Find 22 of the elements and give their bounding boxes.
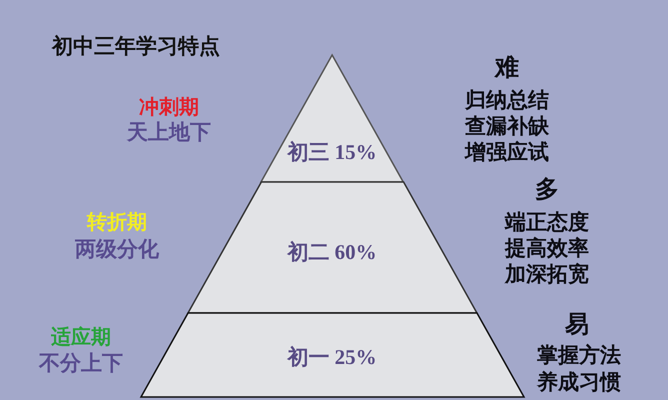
title: 初中三年学习特点 — [52, 34, 220, 58]
study-tip: 增强应试 — [465, 140, 549, 164]
study-tip: 端正态度 — [505, 210, 589, 234]
phase-description: 天上地下 — [127, 120, 211, 144]
study-tip: 归纳总结 — [465, 88, 549, 112]
tier-label: 初三 15% — [287, 140, 377, 164]
study-tip: 养成习惯 — [537, 370, 621, 394]
study-tip: 提高效率 — [505, 236, 589, 260]
phase-name: 适应期 — [51, 326, 111, 348]
difficulty-level: 易 — [565, 311, 589, 339]
difficulty-level: 多 — [535, 176, 559, 204]
difficulty-level: 难 — [495, 54, 519, 82]
tier-label: 初二 60% — [287, 240, 377, 264]
tier-label: 初一 25% — [287, 344, 377, 370]
pyramid-tier — [140, 313, 524, 397]
phase-description: 不分上下 — [39, 350, 123, 376]
study-tip: 加深拓宽 — [505, 262, 589, 286]
study-tip: 查漏补缺 — [465, 114, 549, 138]
phase-name: 转折期 — [87, 210, 147, 234]
phase-description: 两级分化 — [75, 236, 159, 262]
phase-name: 冲刺期 — [139, 96, 199, 118]
study-tip: 掌握方法 — [537, 342, 621, 368]
